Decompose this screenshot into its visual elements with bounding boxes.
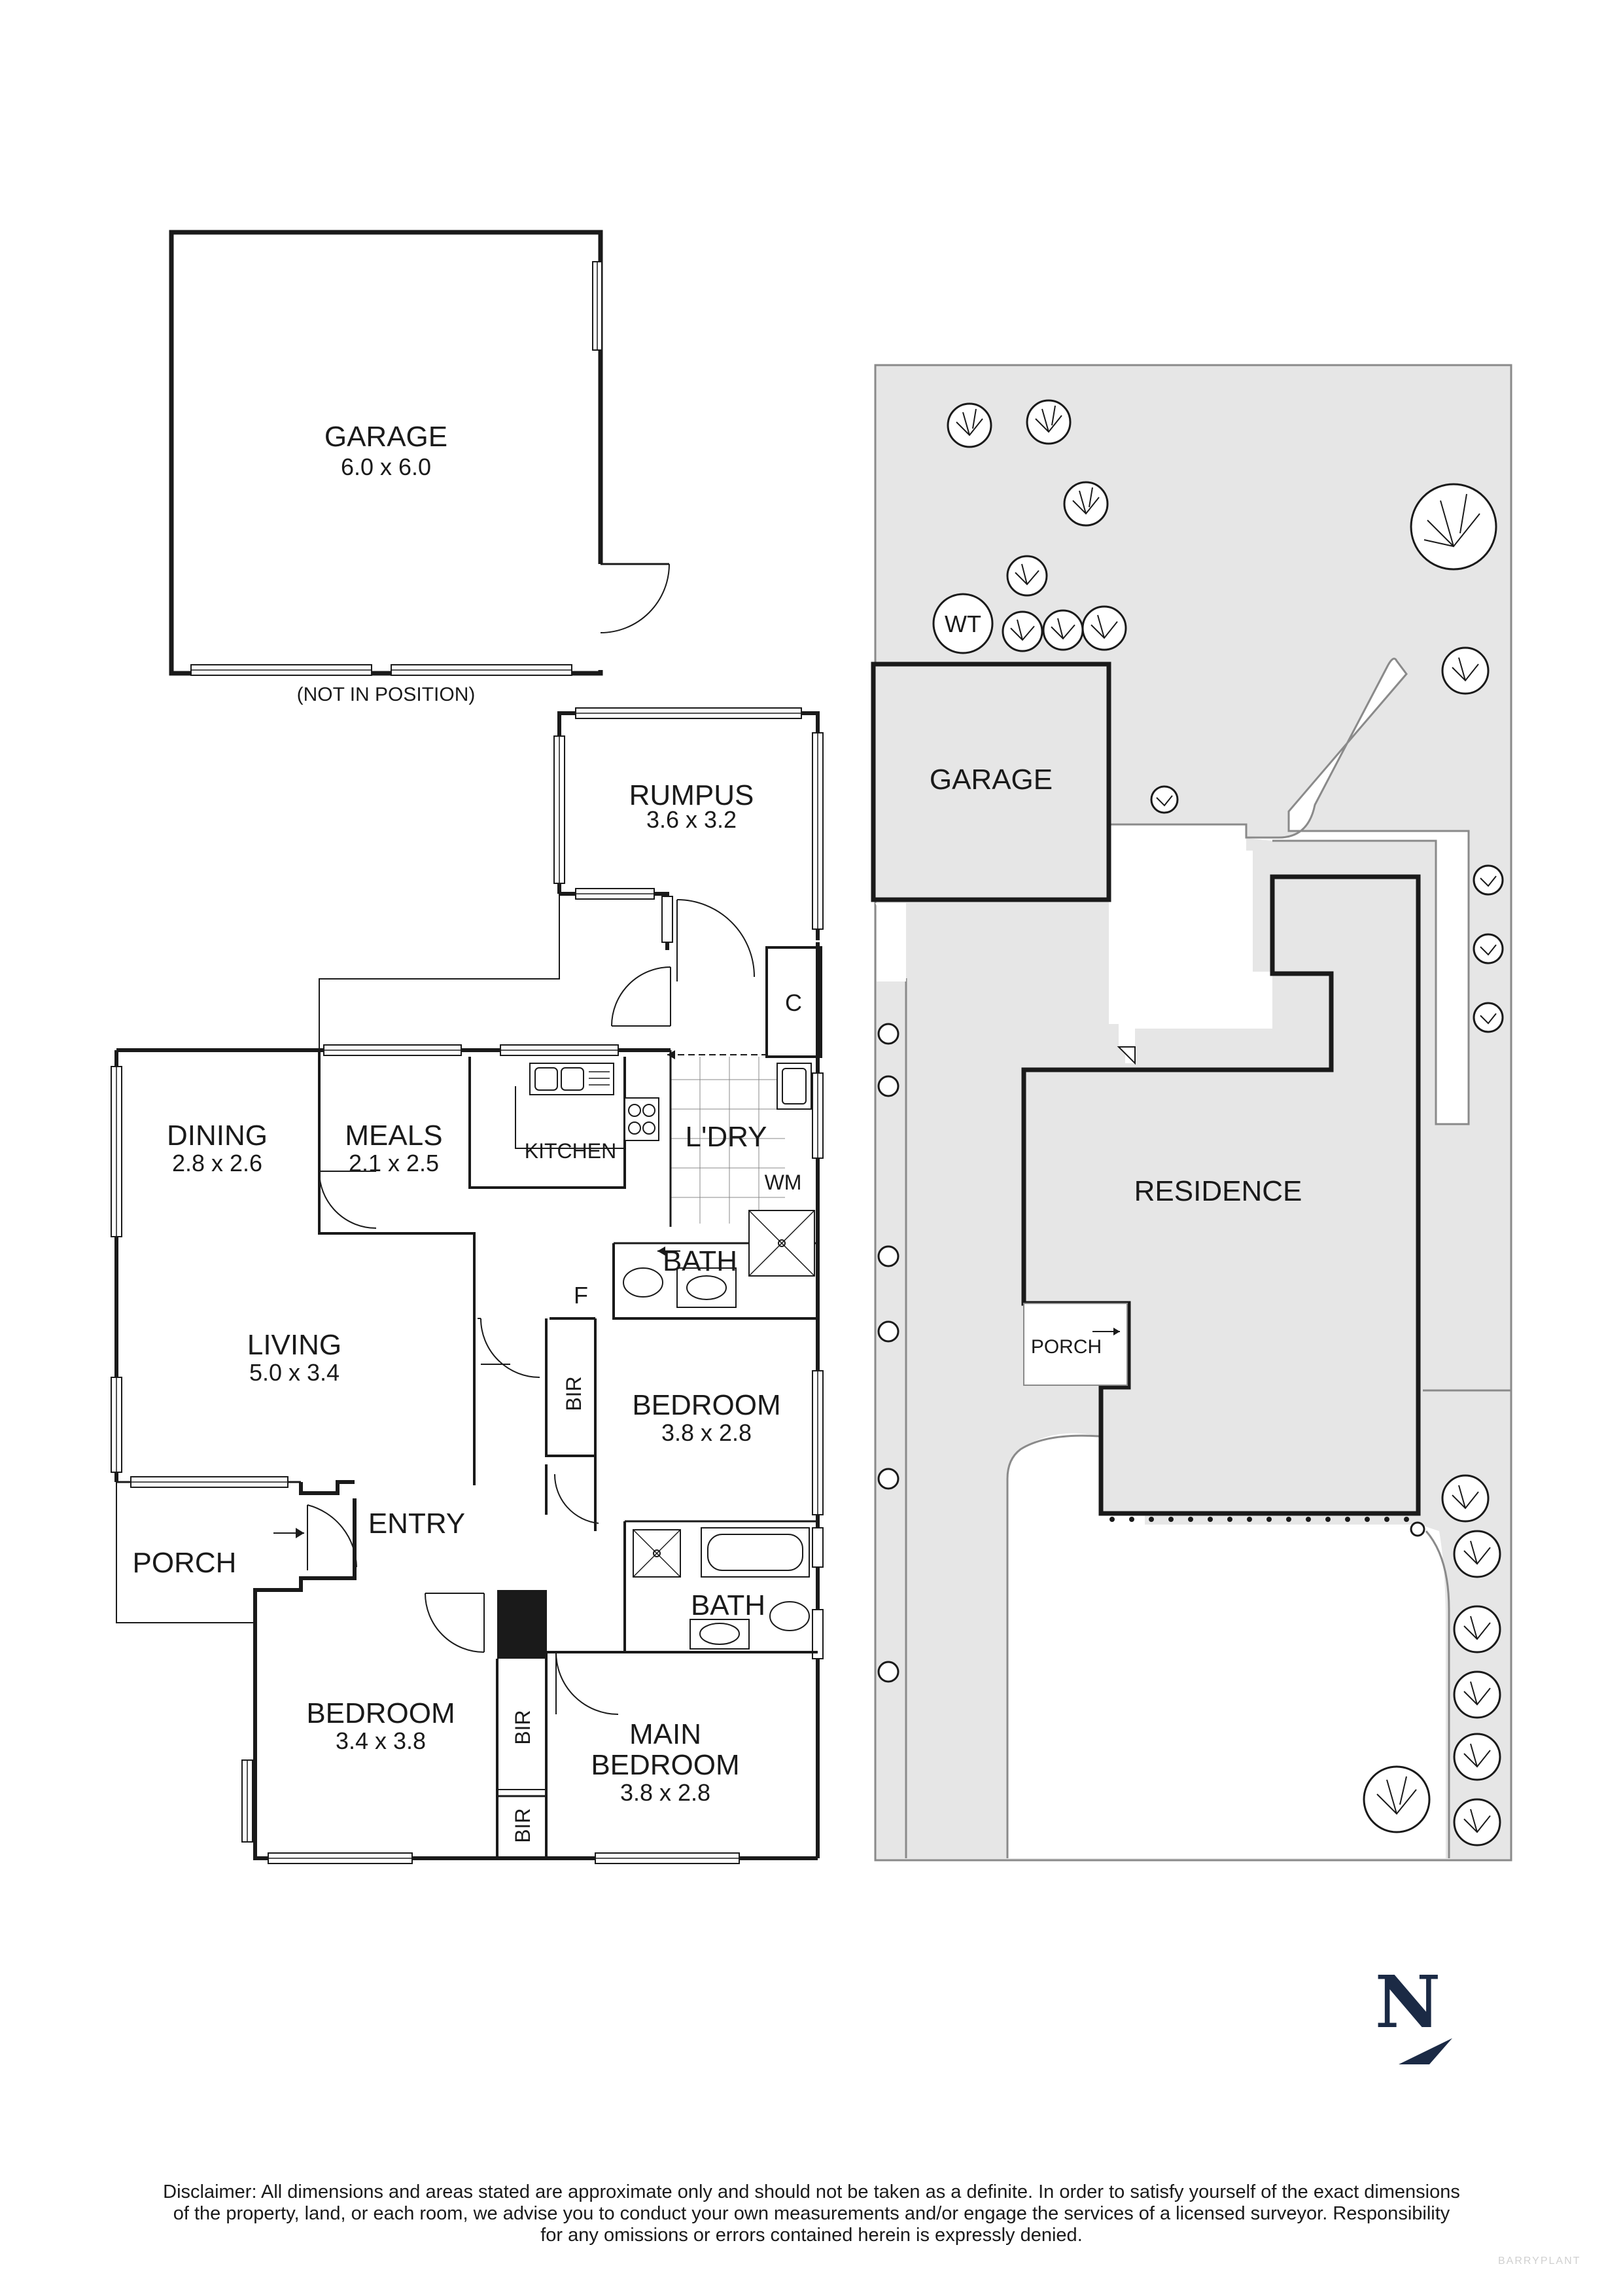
site-porch-label: PORCH [1031,1336,1102,1358]
water-tank-icon [932,593,994,654]
site-garage-label: GARAGE [930,764,1053,796]
washing-machine-label: WM [765,1171,802,1194]
tree-icons [877,399,1504,1846]
entry-label: ENTRY [368,1508,465,1540]
bedroom-3-name: BEDROOM [306,1697,455,1729]
residence-label: RESIDENCE [1134,1175,1302,1207]
bir-1-label: BIR [562,1376,585,1411]
bath-upper-label: BATH [663,1245,737,1277]
dining-dims: 2.8 x 2.6 [172,1150,262,1176]
water-tank-label: WT [945,610,981,637]
bir-3-label: BIR [511,1808,534,1843]
garage-note: (NOT IN POSITION) [297,684,476,705]
garage-dims: 6.0 x 6.0 [341,453,431,480]
bedroom-3-dims: 3.4 x 3.8 [336,1727,426,1754]
living-name: LIVING [247,1329,341,1361]
disclaimer-line-1: Disclaimer: All dimensions and areas sta… [163,2181,1460,2202]
bedroom-2-name: BEDROOM [632,1389,780,1421]
main-bedroom-line2: BEDROOM [591,1749,739,1781]
fridge-label: F [574,1282,588,1309]
north-compass-letter: N [1375,1960,1441,2044]
meals-name: MEALS [345,1120,442,1152]
house-floor-plan [111,707,824,1864]
bath-lower-label: BATH [691,1589,765,1621]
dining-name: DINING [167,1120,268,1152]
rumpus-name: RUMPUS [629,779,754,811]
disclaimer: Disclaimer: All dimensions and areas sta… [39,2181,1584,2246]
north-arrow-icon [1399,2038,1452,2064]
porch-label: PORCH [133,1547,237,1579]
floor-plan-labels: RUMPUS 3.6 x 3.2 C DINING 2.8 x 2.6 MEAL… [133,779,802,1843]
north-compass: N [1375,1960,1452,2064]
garage-name: GARAGE [324,421,447,453]
laundry-label: L'DRY [686,1121,767,1153]
brand-watermark: BARRYPLANT [1498,2255,1581,2267]
bir-2-label: BIR [511,1710,534,1744]
disclaimer-line-3: for any omissions or errors contained he… [540,2225,1083,2246]
disclaimer-line-2: of the property, land, or each room, we … [173,2203,1450,2224]
detached-garage: GARAGE 6.0 x 6.0 (NOT IN POSITION) [169,230,670,705]
cupboard-label: C [785,989,802,1016]
kitchen-label: KITCHEN [525,1139,616,1163]
meals-dims: 2.1 x 2.5 [349,1150,439,1176]
main-bedroom-line1: MAIN [629,1718,701,1750]
living-dims: 5.0 x 3.4 [249,1359,340,1386]
main-bedroom-dims: 3.8 x 2.8 [620,1779,710,1806]
site-plan: GARAGE PORCH RESIDENCE WT [871,364,1512,1862]
rumpus-dims: 3.6 x 3.2 [646,806,737,833]
bedroom-2-dims: 3.8 x 2.8 [661,1419,752,1446]
